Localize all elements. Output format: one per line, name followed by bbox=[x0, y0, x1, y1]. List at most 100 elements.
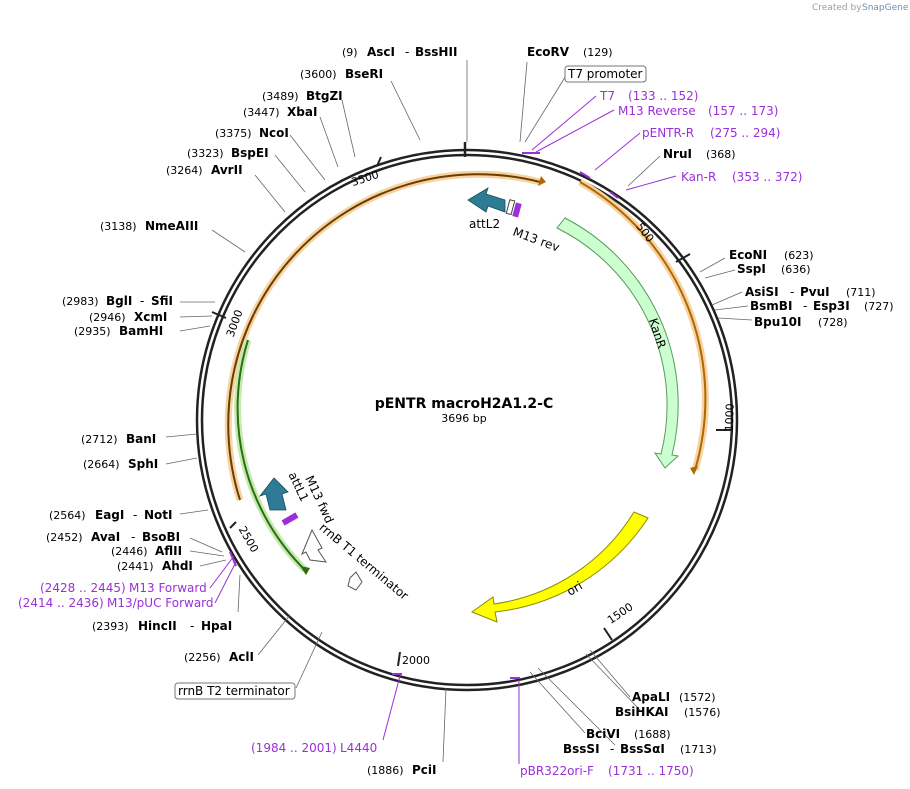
primer-range: (353 .. 372) bbox=[732, 170, 802, 184]
site-name: XcmI bbox=[134, 310, 167, 324]
site-name2: PvuI bbox=[800, 285, 830, 299]
primer-range: (1731 .. 1750) bbox=[608, 764, 694, 778]
site-name: BspEI bbox=[231, 146, 269, 160]
backbone-outer bbox=[195, 148, 739, 692]
site-name: NruI bbox=[663, 147, 692, 161]
primer-name: M13 Forward bbox=[129, 581, 207, 595]
site-name: BseRI bbox=[345, 67, 383, 81]
primer-range: (2414 .. 2436) bbox=[18, 596, 104, 610]
primer-range: (1984 .. 2001) bbox=[251, 741, 337, 755]
site-pos: (728) bbox=[818, 316, 848, 329]
orange-arrowhead-top bbox=[538, 176, 546, 186]
kanr-feature bbox=[556, 217, 680, 469]
site-name: AhdI bbox=[162, 559, 193, 573]
tick-label-1500: 1500 bbox=[605, 600, 635, 626]
site-pos: (636) bbox=[781, 263, 811, 276]
site-name: ApaLI bbox=[632, 690, 670, 704]
attl2-arrow bbox=[467, 187, 506, 213]
site-name: PciI bbox=[412, 763, 437, 777]
ori-feature bbox=[470, 511, 649, 623]
green-arc bbox=[236, 339, 306, 571]
primer-name: L4440 bbox=[340, 741, 377, 755]
rrnb-t2-box bbox=[174, 682, 296, 700]
t7-small-feature bbox=[505, 199, 516, 216]
site-sep: - bbox=[131, 530, 135, 544]
site-name: BglI bbox=[106, 294, 132, 308]
m13rev-label: M13 rev bbox=[511, 225, 561, 255]
tick-label-2000: 2000 bbox=[402, 654, 430, 667]
tick-label-2500: 2500 bbox=[236, 524, 261, 555]
site-name: BciVI bbox=[586, 727, 620, 741]
site-name2: SfiI bbox=[151, 294, 173, 308]
site-name: NmeAIII bbox=[145, 219, 198, 233]
plasmid-length: 3696 bp bbox=[441, 412, 486, 425]
credit-prefix: Created by bbox=[812, 3, 862, 13]
site-pos: (2256) bbox=[184, 651, 221, 664]
site-pos: (1572) bbox=[679, 691, 716, 704]
site-pos: (2446) bbox=[111, 545, 148, 558]
backbone-inner bbox=[200, 153, 734, 687]
site-name: BanI bbox=[126, 432, 156, 446]
site-name: AflII bbox=[155, 544, 182, 558]
site-name2: BsoBI bbox=[142, 530, 180, 544]
site-name: AscI bbox=[367, 45, 395, 59]
site-name: HincII bbox=[138, 619, 177, 633]
site-name: Bpu10I bbox=[754, 315, 801, 329]
site-name: BssSI bbox=[563, 742, 600, 756]
site-pos: (2441) bbox=[117, 560, 154, 573]
site-name: EcoNI bbox=[729, 248, 767, 262]
rrnb-t2-feature bbox=[347, 571, 363, 591]
attl1-arrow bbox=[258, 477, 289, 511]
orange-arc-left bbox=[227, 173, 541, 501]
site-name: AclI bbox=[229, 650, 254, 664]
tick-3500 bbox=[376, 156, 382, 167]
site-pos: (623) bbox=[784, 249, 814, 262]
primer-name: Kan-R bbox=[681, 170, 716, 184]
site-pos: (368) bbox=[706, 148, 736, 161]
site-name2: HpaI bbox=[201, 619, 232, 633]
site-name: BsiHKAI bbox=[615, 705, 669, 719]
site-name: BtgZI bbox=[306, 89, 343, 103]
site-pos: (9) bbox=[342, 46, 358, 59]
primer-range: (2428 .. 2445) bbox=[40, 581, 126, 595]
t7-promoter-label: T7 promoter bbox=[567, 67, 643, 81]
site-pos: (2946) bbox=[89, 311, 126, 324]
ori-label: ori bbox=[564, 579, 585, 599]
site-pos: (3323) bbox=[187, 147, 224, 160]
attl2-label: attL2 bbox=[469, 217, 500, 231]
site-pos: (3600) bbox=[300, 68, 337, 81]
site-pos: (1886) bbox=[367, 764, 404, 777]
site-name2: Esp3I bbox=[813, 299, 850, 313]
site-name: AsiSI bbox=[745, 285, 779, 299]
site-name: XbaI bbox=[287, 105, 317, 119]
site-name: SspI bbox=[737, 262, 766, 276]
rrnb-t1-label: rrnB T1 terminator bbox=[317, 520, 412, 603]
primer-name: pBR322ori-F bbox=[520, 764, 594, 778]
site-pos: (129) bbox=[583, 46, 613, 59]
rrnb-t1-feature bbox=[301, 528, 328, 563]
site-pos: (3264) bbox=[166, 164, 203, 177]
site-pos: (711) bbox=[846, 286, 876, 299]
site-name: AvaI bbox=[91, 530, 120, 544]
site-pos: (2452) bbox=[46, 531, 83, 544]
site-sep: - bbox=[790, 285, 794, 299]
t7-promoter-box bbox=[564, 65, 647, 83]
site-name: AvrII bbox=[211, 163, 243, 177]
site-sep: - bbox=[610, 742, 614, 756]
m13fwd-arrow bbox=[281, 512, 299, 526]
primer-range: (133 .. 152) bbox=[628, 89, 698, 103]
snapgene-brand: SnapGene bbox=[862, 3, 909, 13]
tick-500 bbox=[675, 253, 691, 263]
plasmid-name: pENTR macroH2A1.2-C bbox=[375, 396, 554, 412]
site-pos: (3489) bbox=[262, 90, 299, 103]
site-pos: (2664) bbox=[83, 458, 120, 471]
primer-name: M13/pUC Forward bbox=[107, 596, 214, 610]
leader-lines bbox=[165, 60, 753, 763]
site-name2: BssSαI bbox=[620, 742, 665, 756]
site-pos: (2935) bbox=[74, 325, 111, 338]
site-sep: - bbox=[140, 294, 144, 308]
site-pos: (2983) bbox=[62, 295, 99, 308]
site-pos: (1688) bbox=[634, 728, 671, 741]
site-name: SphI bbox=[128, 457, 158, 471]
